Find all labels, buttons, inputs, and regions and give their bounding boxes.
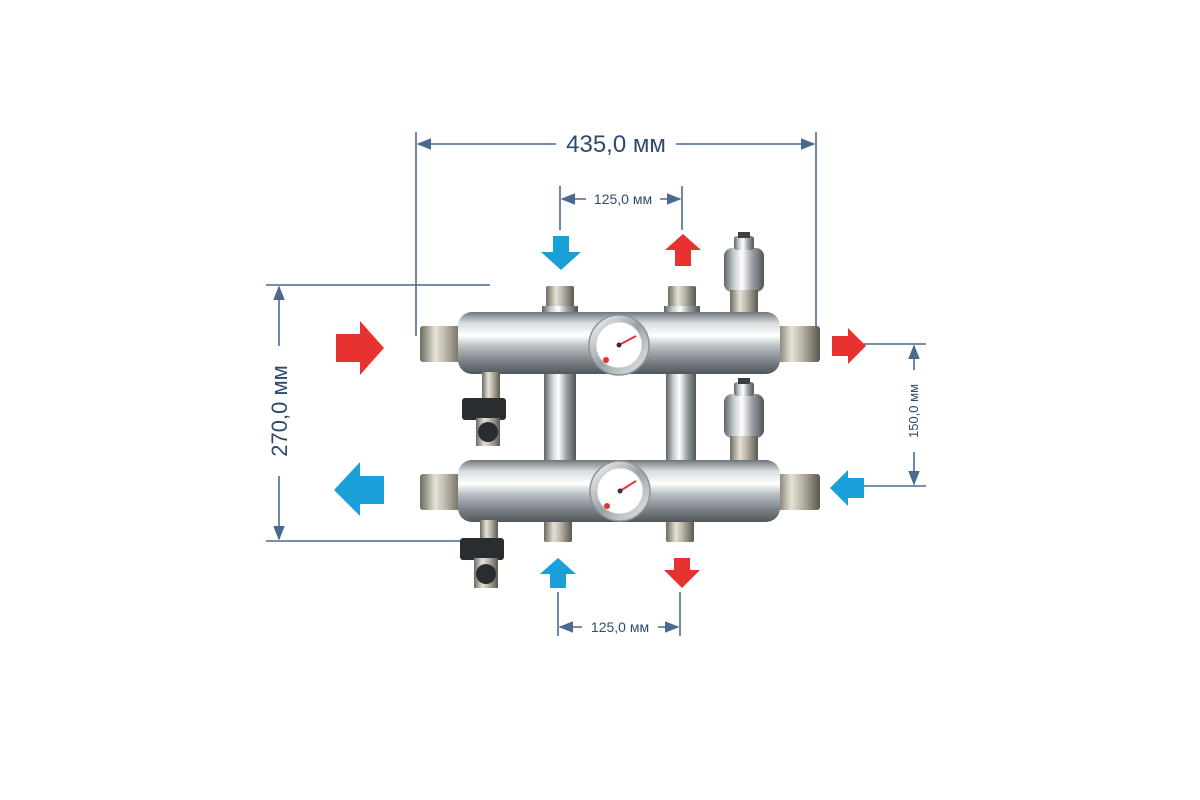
total-width-label: 435,0 мм: [566, 131, 666, 158]
connector-pipe-left: [544, 360, 576, 470]
bottom-header-end-left: [420, 474, 464, 510]
top-spacing-label: 125,0 мм: [594, 191, 652, 207]
top-header-end-left: [420, 326, 464, 362]
bottom-supply-down-arrow-icon: [664, 558, 700, 588]
air-vent-bottom: [724, 378, 764, 460]
header-spacing-label: 150,0 мм: [906, 384, 921, 438]
thermometer-gauge-top: [588, 314, 650, 376]
drain-valve-top: [462, 372, 506, 446]
bottom-header-end-right: [776, 474, 820, 510]
supply-outlet-arrow-icon: [832, 328, 866, 364]
return-outlet-arrow-icon: [334, 462, 384, 516]
total-height-label: 270,0 мм: [267, 365, 292, 456]
top-header-end-right: [776, 326, 820, 362]
hydraulic-manifold: [420, 232, 820, 588]
thermometer-gauge-bottom: [589, 460, 651, 522]
connector-pipe-right: [666, 360, 696, 470]
flow-arrows: [334, 234, 866, 588]
top-supply-up-arrow-icon: [665, 234, 701, 266]
supply-inlet-arrow-icon: [336, 321, 384, 375]
drain-valve-bottom: [460, 520, 504, 588]
top-nipple-right-collar: [664, 306, 700, 316]
bottom-return-up-arrow-icon: [540, 558, 576, 588]
dimension-lines: [266, 132, 926, 636]
bottom-spacing-label: 125,0 мм: [591, 619, 649, 635]
return-inlet-arrow-icon: [830, 470, 864, 506]
air-vent-top: [724, 232, 764, 312]
top-nipple-left-collar: [542, 306, 578, 316]
top-return-down-arrow-icon: [541, 236, 581, 270]
